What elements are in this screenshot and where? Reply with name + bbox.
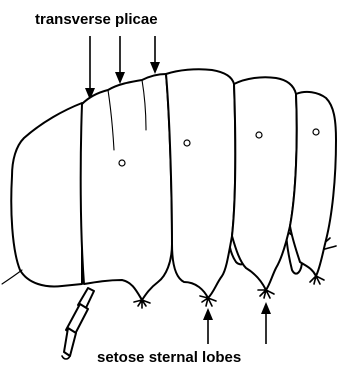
- sternal-lobe-arrows: [203, 302, 271, 344]
- body-segment-2: [81, 74, 172, 300]
- body-segment-3: [166, 69, 235, 298]
- segment-1-ventral-line: [2, 270, 22, 284]
- sternal-lobe-setae-4: [310, 276, 324, 284]
- spiracle-2: [184, 140, 190, 146]
- sternal-lobe-setae-2: [200, 296, 216, 306]
- sternal-lobe-setae-1: [134, 300, 150, 308]
- spiracle-1: [119, 160, 125, 166]
- lobe-arrowhead-2: [261, 302, 271, 314]
- body-segment-1: [11, 103, 82, 286]
- spiracle-4: [313, 129, 319, 135]
- leg-segment-3: [64, 328, 76, 356]
- label-transverse-plicae: transverse plicae: [35, 11, 158, 28]
- spiracle-3: [256, 132, 262, 138]
- plicae-arrowhead-3: [150, 62, 160, 74]
- label-setose-sternal-lobes: setose sternal lobes: [97, 349, 241, 366]
- sternal-lobe-setae-3: [258, 290, 274, 298]
- leg-claw: [62, 356, 70, 359]
- plicae-arrowhead-2: [115, 72, 125, 84]
- lobe-arrowhead-1: [203, 308, 213, 320]
- body-segment-4: [232, 77, 297, 290]
